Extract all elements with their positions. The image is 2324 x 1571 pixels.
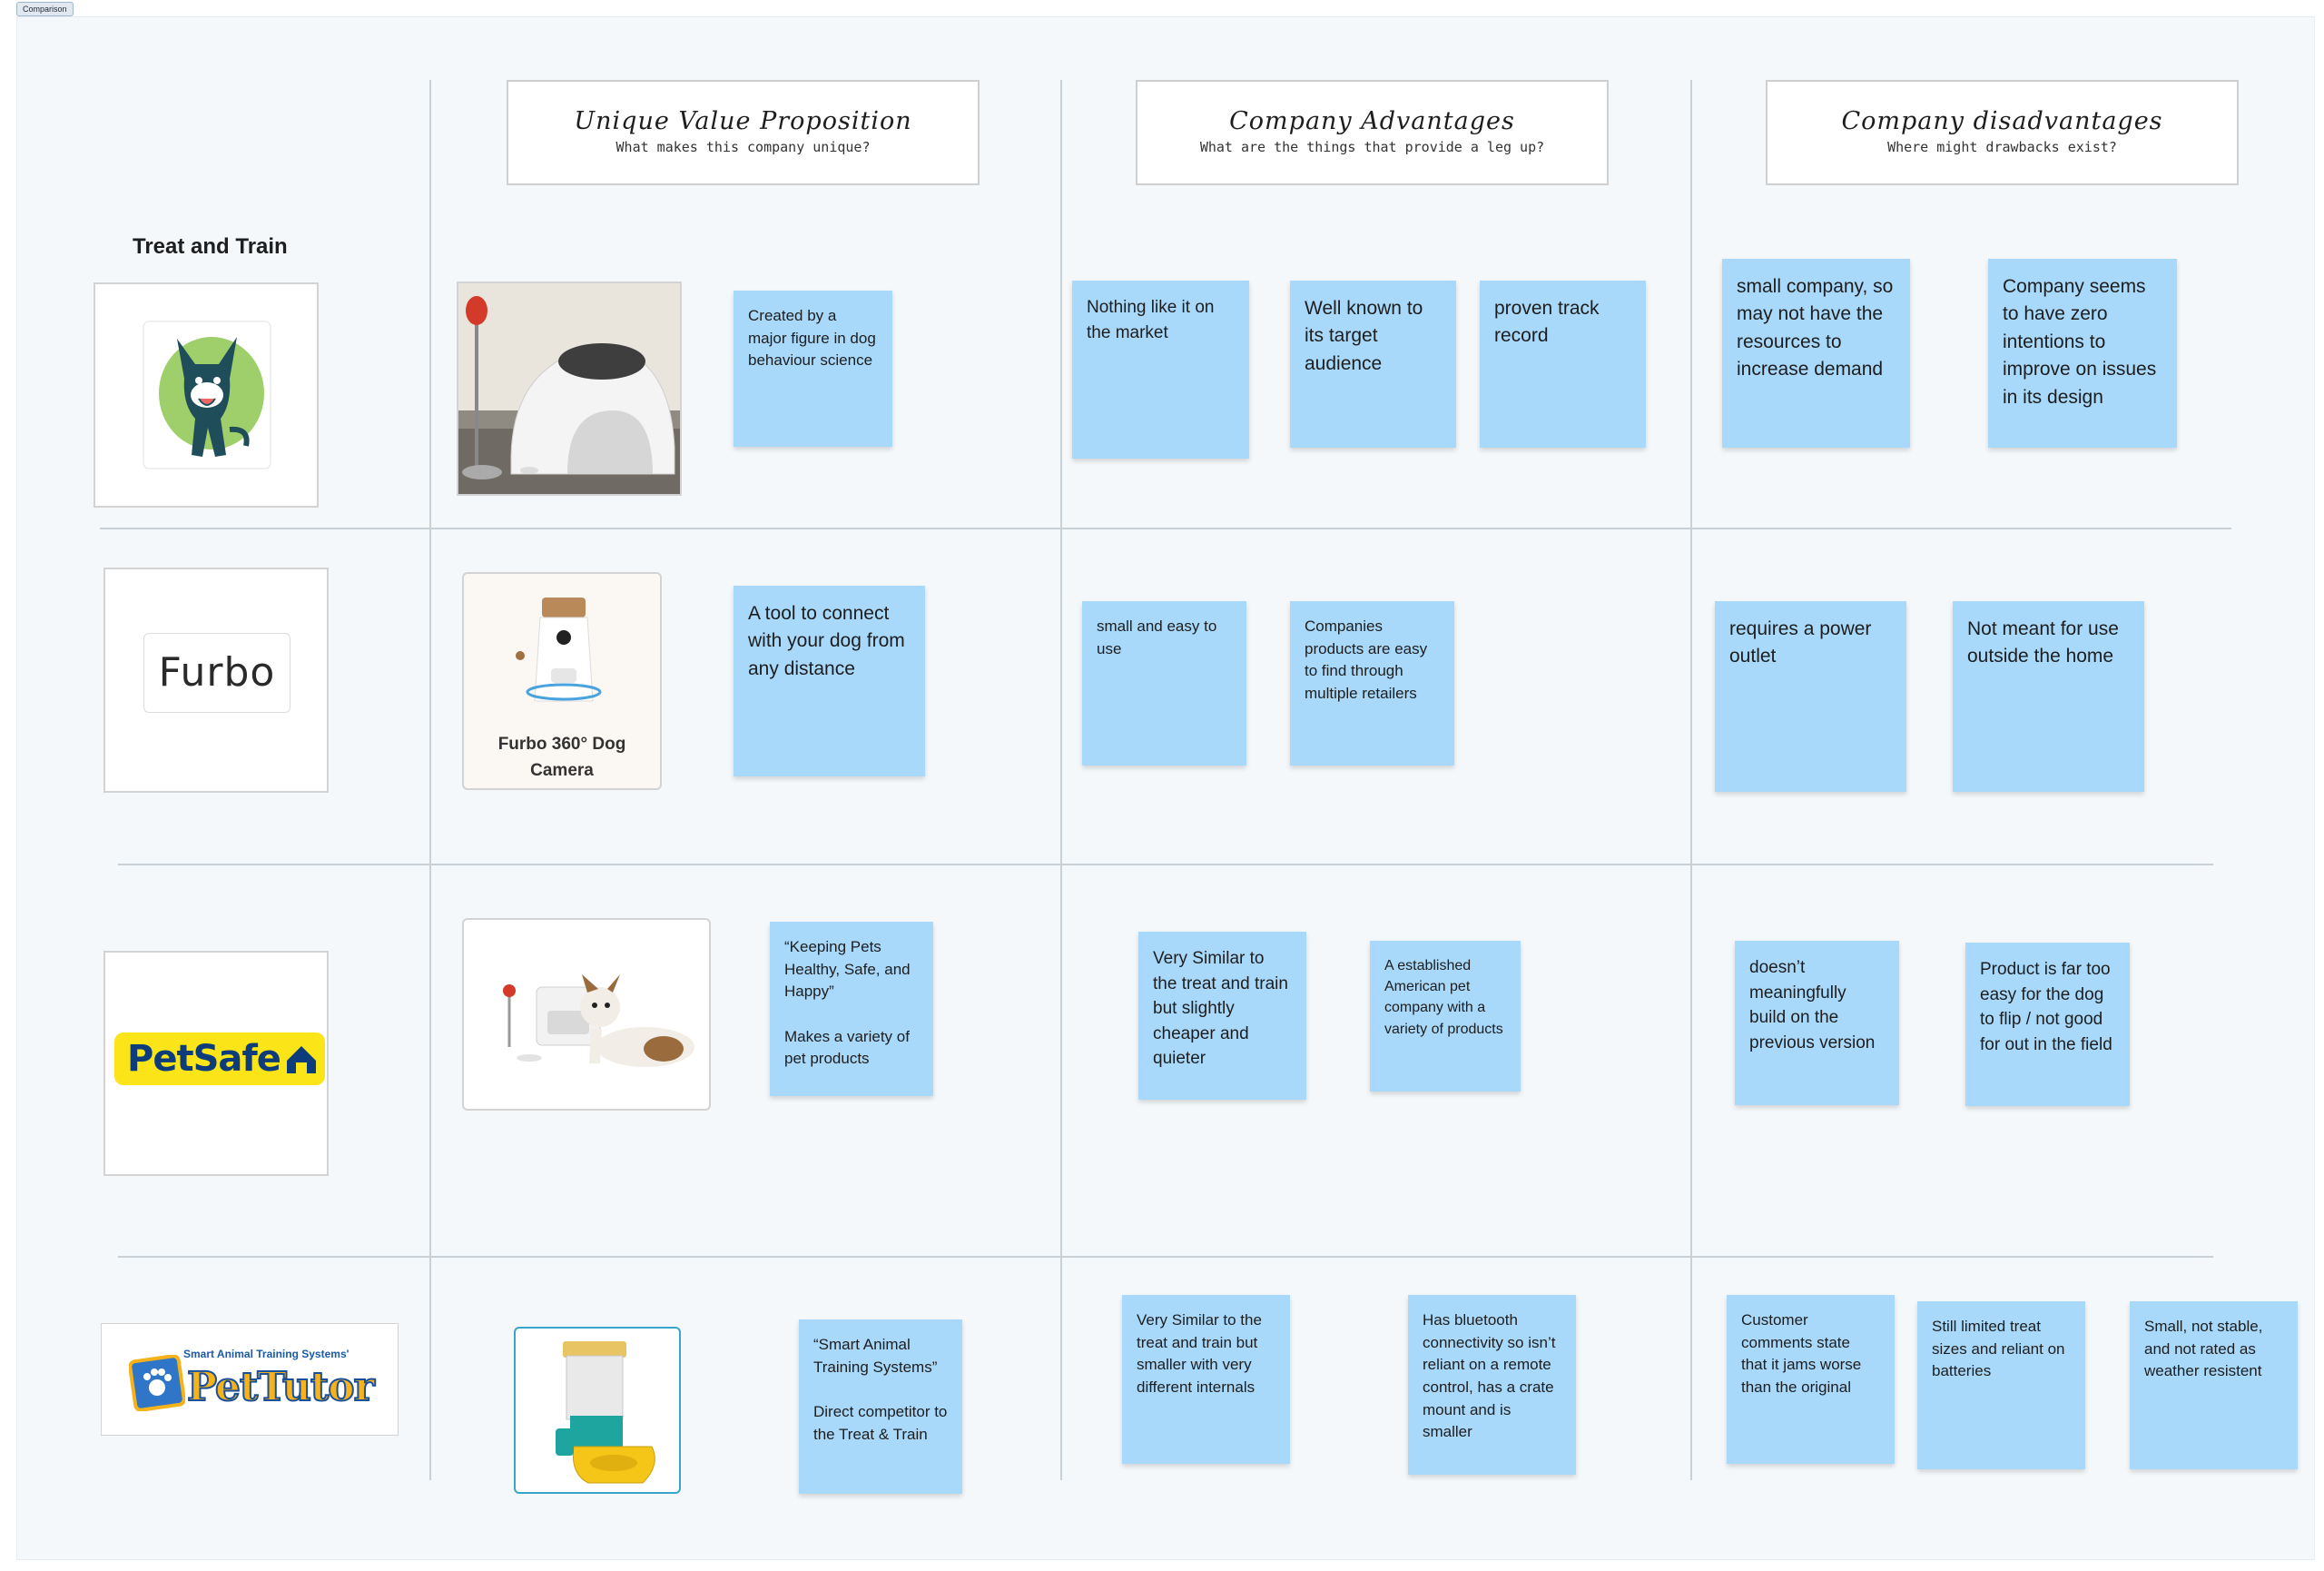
sticky-note[interactable]: Still limited treat sizes and reliant on… <box>1917 1301 2085 1469</box>
grid-divider <box>118 1256 2213 1258</box>
furbo-logo: Furbo <box>143 633 290 713</box>
grid-divider <box>100 528 2231 529</box>
grid-divider <box>1690 80 1692 1480</box>
header-uvp-subtitle: What makes this company unique? <box>615 139 871 155</box>
sticky-note[interactable]: small company, so may not have the resou… <box>1722 259 1910 448</box>
header-disadvantages-subtitle: Where might drawbacks exist? <box>1887 139 2117 155</box>
sticky-note[interactable]: Customer comments state that it jams wor… <box>1727 1295 1895 1464</box>
sticky-note[interactable]: doesn’t meaningfully build on the previo… <box>1735 941 1899 1105</box>
header-disadvantages[interactable]: Company disadvantages Where might drawba… <box>1766 80 2239 185</box>
sticky-note[interactable]: Very Similar to the treat and train but … <box>1138 932 1306 1100</box>
paw-icon <box>129 1355 185 1411</box>
dog-logo-icon <box>143 321 271 469</box>
sticky-note[interactable]: requires a power outlet <box>1715 601 1906 792</box>
sticky-note[interactable]: Well known to its target audience <box>1290 281 1456 448</box>
sticky-note[interactable]: Company seems to have zero intentions to… <box>1988 259 2177 448</box>
house-icon <box>287 1046 316 1073</box>
grid-divider <box>429 80 431 1480</box>
grid-divider <box>1060 80 1062 1480</box>
sticky-note[interactable]: Not meant for use outside the home <box>1953 601 2144 792</box>
pettutor-logo-card[interactable]: Smart Animal Training Systems' PetTutor <box>101 1323 399 1436</box>
furbo-logo-card[interactable]: Furbo <box>103 568 329 793</box>
row-label-treat-and-train: Treat and Train <box>133 234 288 259</box>
sticky-note[interactable]: Very Similar to the treat and train but … <box>1122 1295 1290 1464</box>
header-advantages[interactable]: Company Advantages What are the things t… <box>1136 80 1609 185</box>
feeder-with-dog-icon <box>503 974 694 1067</box>
header-advantages-title: Company Advantages <box>1229 107 1515 135</box>
dog-camera-icon <box>516 598 602 702</box>
sticky-note[interactable]: small and easy to use <box>1082 601 1246 766</box>
treat-and-train-product-image[interactable] <box>457 282 682 496</box>
header-advantages-subtitle: What are the things that provide a leg u… <box>1199 139 1545 155</box>
header-uvp[interactable]: Unique Value Proposition What makes this… <box>507 80 980 185</box>
pettutor-dispenser-icon <box>556 1341 655 1484</box>
frame-label[interactable]: Comparison <box>16 2 74 16</box>
sticky-note[interactable]: Created by a major figure in dog behavio… <box>734 291 892 447</box>
petsafe-product-image[interactable] <box>462 918 711 1111</box>
furbo-product-card[interactable]: Furbo 360° Dog Camera <box>462 572 662 790</box>
sticky-note[interactable]: Has bluetooth connectivity so isn’t reli… <box>1408 1295 1576 1475</box>
sticky-note[interactable]: Companies products are easy to find thro… <box>1290 601 1454 766</box>
grid-divider <box>118 864 2213 865</box>
sticky-note[interactable]: Small, not stable, and not rated as weat… <box>2130 1301 2298 1469</box>
treat-dispenser-icon <box>458 283 680 494</box>
sticky-note[interactable]: Product is far too easy for the dog to f… <box>1965 943 2130 1106</box>
pettutor-product-image[interactable] <box>514 1327 681 1494</box>
furbo-product-caption: Furbo 360° Dog Camera <box>497 735 626 780</box>
sticky-note[interactable]: proven track record <box>1480 281 1646 448</box>
sticky-note[interactable]: “Smart Animal Training Systems” Direct c… <box>799 1319 962 1494</box>
header-uvp-title: Unique Value Proposition <box>574 107 912 135</box>
sticky-note[interactable]: A established American pet company with … <box>1370 941 1521 1092</box>
sticky-note[interactable]: Nothing like it on the market <box>1072 281 1249 459</box>
treat-and-train-logo-card[interactable] <box>94 282 319 508</box>
pettutor-tagline: Smart Animal Training Systems' <box>183 1348 350 1360</box>
pettutor-logo: PetTutor <box>186 1363 376 1411</box>
petsafe-logo-card[interactable]: PetSafe <box>103 951 329 1176</box>
header-disadvantages-title: Company disadvantages <box>1841 107 2163 135</box>
sticky-note[interactable]: A tool to connect with your dog from any… <box>734 586 925 776</box>
sticky-note[interactable]: “Keeping Pets Healthy, Safe, and Happy” … <box>770 922 933 1096</box>
